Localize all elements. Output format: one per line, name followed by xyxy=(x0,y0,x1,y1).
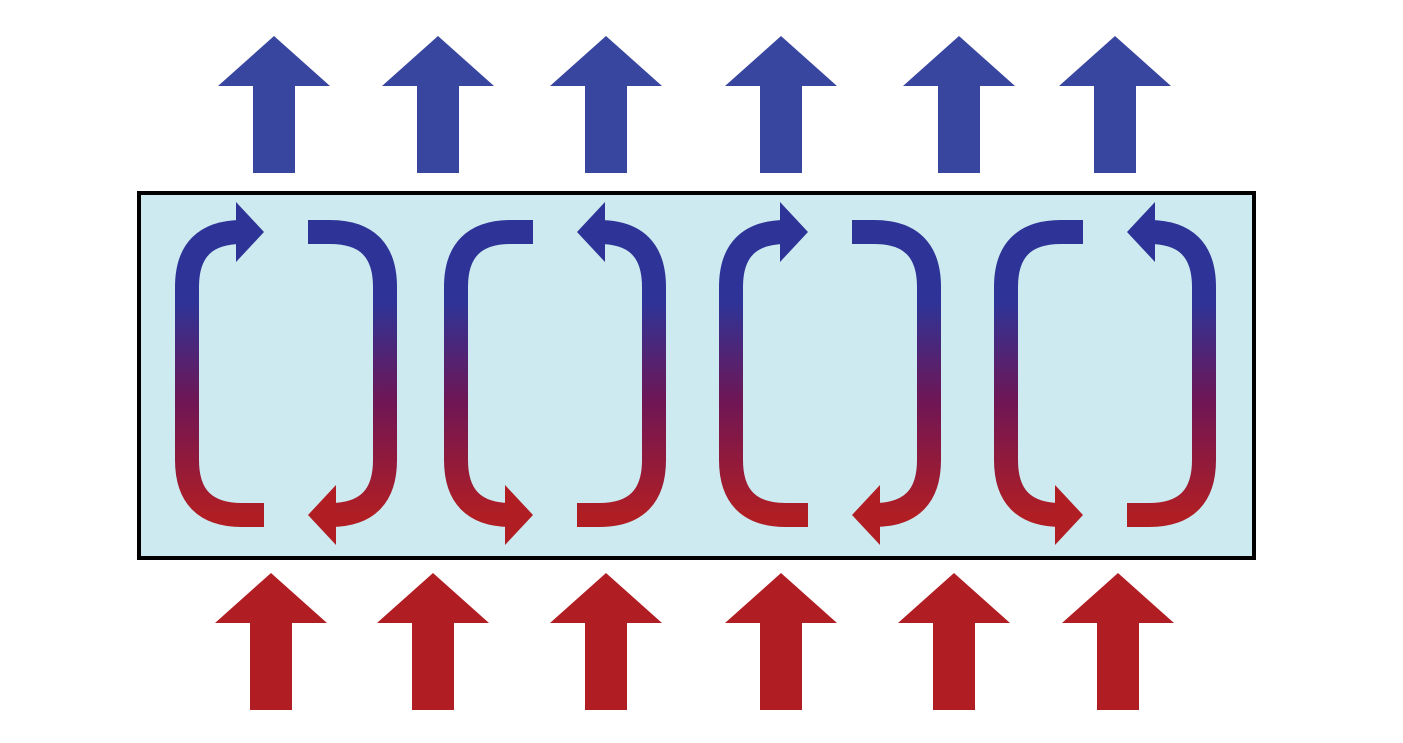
cell-right-branch xyxy=(577,220,666,527)
arrow-right-icon xyxy=(1055,485,1083,545)
arrow-up-icon xyxy=(550,36,662,173)
arrow-left-icon xyxy=(852,485,880,545)
circulation-loop-icon xyxy=(444,202,666,545)
arrow-up-icon xyxy=(215,573,327,710)
arrow-up-icon xyxy=(903,36,1015,173)
cell-right-branch xyxy=(852,220,941,527)
arrow-up-icon xyxy=(218,36,330,173)
incoming-arrows-row xyxy=(215,573,1174,710)
arrow-right-icon xyxy=(505,485,533,545)
cell-left-branch xyxy=(175,220,264,527)
arrow-right-icon xyxy=(236,202,264,262)
arrow-right-icon xyxy=(780,202,808,262)
cell-left-branch xyxy=(994,220,1083,527)
arrow-left-icon xyxy=(577,202,605,262)
arrow-left-icon xyxy=(1127,202,1155,262)
fluid-layer xyxy=(137,191,1256,560)
arrow-up-icon xyxy=(1062,573,1174,710)
cell-right-branch xyxy=(1127,220,1216,527)
arrow-up-icon xyxy=(1059,36,1171,173)
cell-left-branch xyxy=(444,220,533,527)
cell-left-branch xyxy=(719,220,808,527)
circulation-loop-icon xyxy=(994,202,1216,545)
arrow-up-icon xyxy=(382,36,494,173)
convection-cells xyxy=(175,202,1216,545)
cell-right-branch xyxy=(308,220,397,527)
arrow-up-icon xyxy=(725,36,837,173)
arrow-up-icon xyxy=(898,573,1010,710)
arrow-up-icon xyxy=(550,573,662,710)
circulation-loop-icon xyxy=(175,202,397,545)
arrow-left-icon xyxy=(308,485,336,545)
circulation-loop-icon xyxy=(719,202,941,545)
outgoing-arrows-row xyxy=(218,36,1171,173)
arrow-up-icon xyxy=(725,573,837,710)
arrow-up-icon xyxy=(377,573,489,710)
